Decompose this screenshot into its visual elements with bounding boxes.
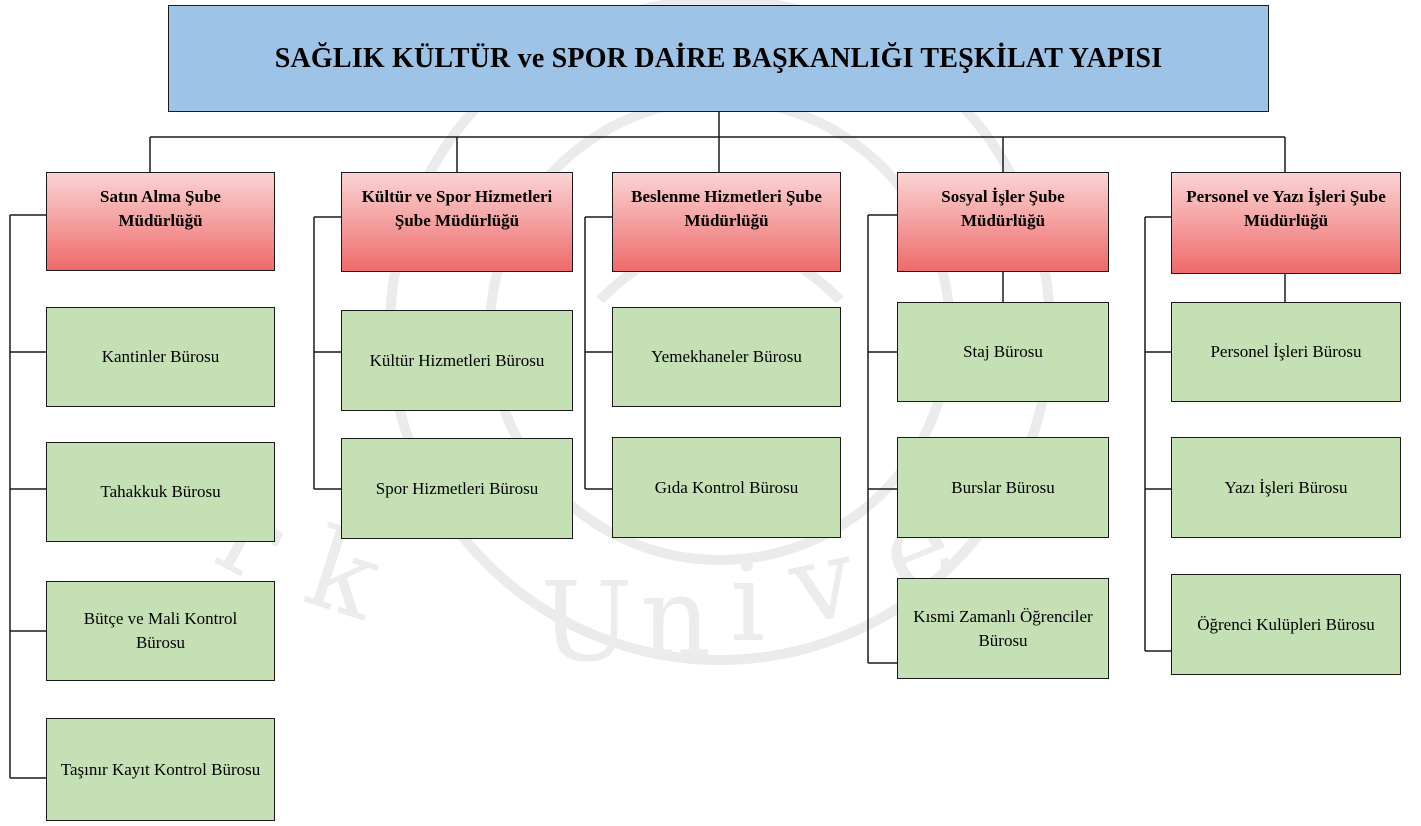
office-box: Spor Hizmetleri Bürosu [341,438,573,539]
office-box: Personel İşleri Bürosu [1171,302,1401,402]
branch-label: Personel ve Yazı İşleri Şube Müdürlüğü [1186,187,1386,230]
office-box: Taşınır Kayıt Kontrol Bürosu [46,718,275,821]
office-box: Kültür Hizmetleri Bürosu [341,310,573,411]
branch-beslenme: Beslenme Hizmetleri Şube Müdürlüğü [612,172,841,272]
branch-sosyal-isler: Sosyal İşler Şube Müdürlüğü [897,172,1109,272]
office-box: Bütçe ve Mali Kontrol Bürosu [46,581,275,681]
svg-text:U: U [540,558,633,686]
office-box: Staj Bürosu [897,302,1109,402]
office-box: Yazı İşleri Bürosu [1171,437,1401,538]
office-box: Tahakkuk Bürosu [46,442,275,542]
office-box: Öğrenci Kulüpleri Bürosu [1171,574,1401,675]
office-box: Kısmi Zamanlı Öğrenciler Bürosu [897,578,1109,679]
office-box: Kantinler Bürosu [46,307,275,407]
chart-title: SAĞLIK KÜLTÜR ve SPOR DAİRE BAŞKANLIĞI T… [168,5,1269,112]
branch-kultur-spor: Kültür ve Spor Hizmetleri Şube Müdürlüğü [341,172,573,272]
office-box: Gıda Kontrol Bürosu [612,437,841,538]
branch-satin-alma: Satın Alma Şube Müdürlüğü [46,172,275,271]
svg-text:n: n [640,553,711,681]
svg-text:i: i [730,538,765,666]
branch-personel-yazi: Personel ve Yazı İşleri Şube Müdürlüğü [1171,172,1401,274]
branch-label: Satın Alma Şube Müdürlüğü [100,187,221,230]
office-box: Yemekhaneler Bürosu [612,307,841,407]
branch-label: Sosyal İşler Şube Müdürlüğü [941,187,1065,230]
branch-label: Beslenme Hizmetleri Şube Müdürlüğü [631,187,822,230]
office-box: Burslar Bürosu [897,437,1109,538]
branch-label: Kültür ve Spor Hizmetleri Şube Müdürlüğü [361,187,553,230]
